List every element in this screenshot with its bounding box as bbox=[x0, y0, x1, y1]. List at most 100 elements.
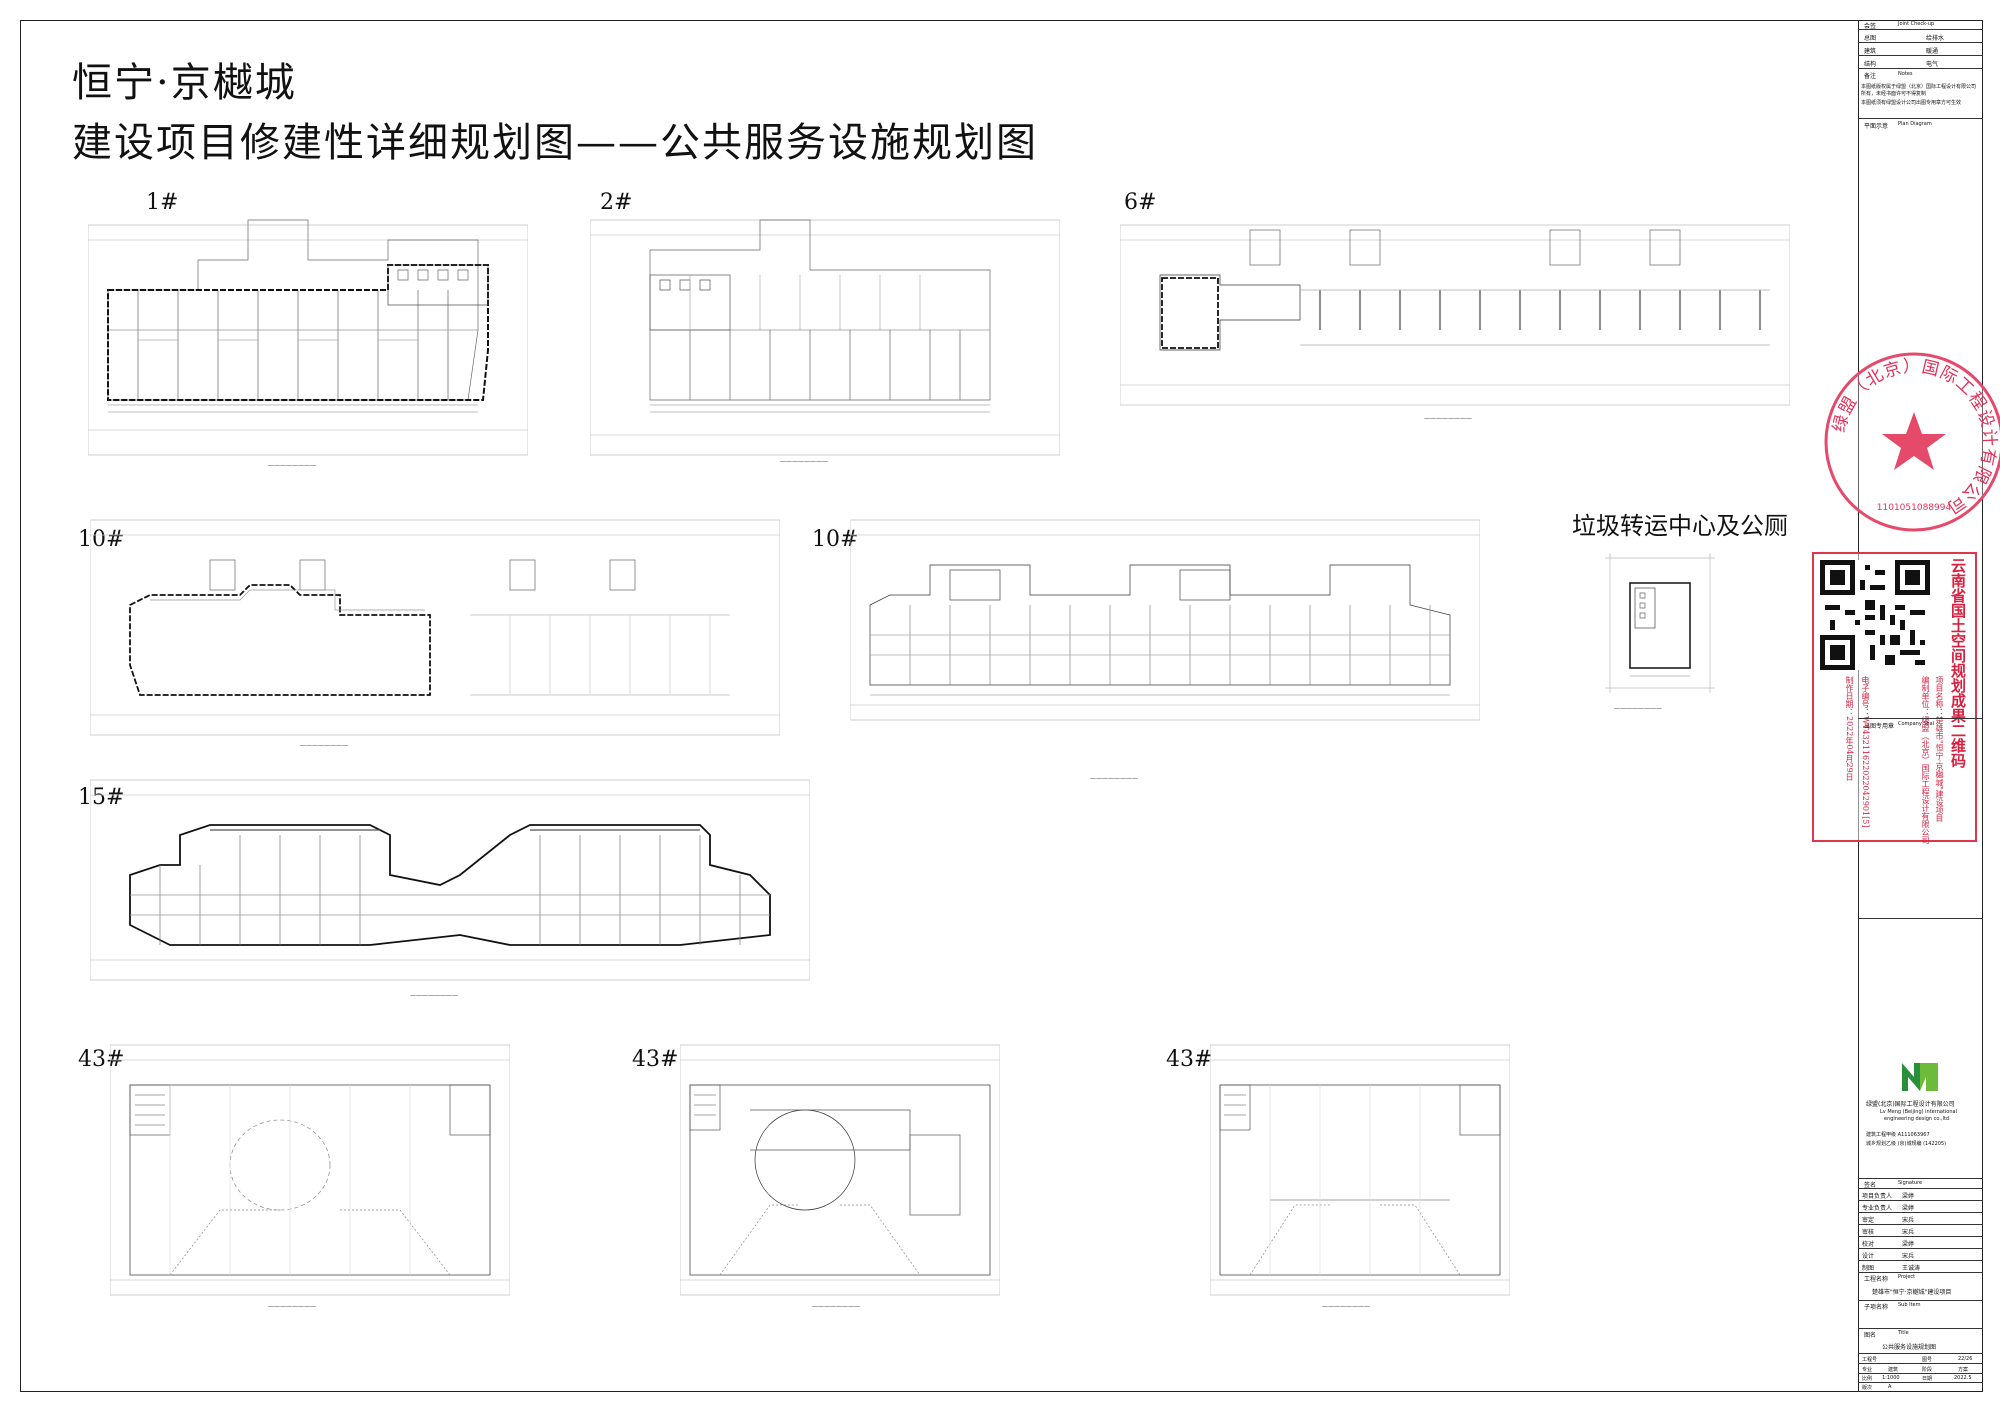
caption-garbage: ———————— bbox=[1614, 705, 1662, 712]
floor-plan-10a bbox=[90, 515, 780, 740]
discipline-label: 专业 bbox=[1862, 1367, 1873, 1373]
floor-plan-10b bbox=[850, 515, 1480, 725]
floor-plan-garbage bbox=[1595, 548, 1725, 698]
note-1: 本图纸须有绿盟设计公司出图专用章方可生效 bbox=[1861, 100, 1962, 106]
notes-header-en: Notes bbox=[1898, 71, 1913, 77]
dwg-no: 22/26 bbox=[1958, 1356, 1973, 1362]
company-round-stamp: 绿盟（北京）国际工程设计有限公司 1101051088994 bbox=[1822, 350, 2000, 534]
role-v-4: 梁婷 bbox=[1902, 1241, 1915, 1248]
role-k-6: 制图 bbox=[1862, 1265, 1875, 1272]
signature-header: 签名 bbox=[1864, 1182, 1877, 1189]
drawing-header: 图名 bbox=[1864, 1332, 1877, 1339]
key-plan-header: 平面示意 bbox=[1864, 123, 1889, 130]
seal-header: 会签 bbox=[1864, 23, 1877, 30]
key-plan-header-en: Plan Diagram bbox=[1898, 121, 1932, 127]
building-label-43a: 43# bbox=[78, 1047, 125, 1072]
floor-plan-43a bbox=[110, 1040, 510, 1300]
caption-1: ———————— bbox=[268, 462, 316, 469]
role-v-1: 梁婷 bbox=[1902, 1205, 1915, 1212]
building-label-2: 2# bbox=[600, 190, 633, 215]
version: A bbox=[1888, 1384, 1892, 1390]
company-en-1: Lv Meng (Beijing) international bbox=[1880, 1109, 1957, 1115]
qualification-1: 建筑工程甲级 A111063967 bbox=[1866, 1132, 1930, 1138]
qualification-2: 城乡规划乙级 (京)城规编 (142205) bbox=[1866, 1141, 1947, 1147]
seal-header-en: Joint Check-up bbox=[1898, 21, 1935, 27]
seal-row-v-1: 暖通 bbox=[1926, 48, 1939, 55]
title-block: 会签 Joint Check-up 总图 给排水 建筑 暖通 结构 电气 备注 … bbox=[1858, 20, 1983, 1392]
role-v-2: 宋兵 bbox=[1902, 1217, 1915, 1224]
job-no-label: 工程号 bbox=[1862, 1357, 1878, 1363]
subitem-header: 子项名称 bbox=[1864, 1304, 1889, 1311]
subitem-header-en: Sub Item bbox=[1898, 1302, 1921, 1308]
project-name: 楚雄市"恒宁·京樾城"建设项目 bbox=[1872, 1289, 1952, 1296]
floor-plan-15 bbox=[90, 775, 810, 985]
signature-header-en: Signature bbox=[1898, 1180, 1923, 1186]
seal-row-k-2: 结构 bbox=[1864, 61, 1877, 68]
role-v-6: 王诚涛 bbox=[1902, 1265, 1921, 1272]
role-k-5: 设计 bbox=[1862, 1253, 1875, 1260]
company-logo-icon bbox=[1900, 1059, 1940, 1095]
company-seal-header-en: Company Seal bbox=[1898, 721, 1935, 727]
scale-label: 比例 bbox=[1862, 1376, 1873, 1382]
qr-stamp-heading: 云南省国土空间规划成果二维码 bbox=[1949, 558, 1967, 768]
floor-plan-43b bbox=[680, 1040, 1000, 1300]
building-label-1: 1# bbox=[146, 190, 179, 215]
drawing-title: 建设项目修建性详细规划图——公共服务设施规划图 bbox=[72, 120, 1038, 166]
scale: 1:1000 bbox=[1882, 1375, 1900, 1381]
caption-6: ———————— bbox=[1424, 415, 1472, 422]
role-k-2: 审定 bbox=[1862, 1217, 1875, 1224]
drawing-name: 公共服务设施规划图 bbox=[1882, 1344, 1937, 1351]
qr-code-stamp: 云南省国土空间规划成果二维码 项目名称：楚雄市"恒宁·京樾城"建设项目 编制单位… bbox=[1812, 552, 1977, 844]
caption-43a: ———————— bbox=[268, 1303, 316, 1310]
floor-plan-43c bbox=[1210, 1040, 1510, 1300]
building-label-43b: 43# bbox=[632, 1047, 679, 1072]
qr-stamp-code: 电子编号：WT43211622022042901[5] bbox=[1861, 676, 1870, 828]
project-header: 工程名称 bbox=[1864, 1276, 1889, 1283]
floor-plan-6 bbox=[1120, 220, 1790, 410]
floor-plan-2 bbox=[590, 190, 1060, 460]
stage-label: 阶段 bbox=[1922, 1367, 1933, 1373]
qr-stamp-project: 项目名称：楚雄市"恒宁·京樾城"建设项目 bbox=[1935, 676, 1944, 822]
notes-header: 备注 bbox=[1864, 73, 1877, 80]
caption-2: ———————— bbox=[780, 458, 828, 465]
version-label: 版次 bbox=[1862, 1385, 1873, 1391]
caption-10b: ———————— bbox=[1090, 775, 1138, 782]
role-v-0: 梁婷 bbox=[1902, 1193, 1915, 1200]
seal-row-k-1: 建筑 bbox=[1864, 48, 1877, 55]
caption-43c: ———————— bbox=[1322, 1303, 1370, 1310]
floor-plan-1 bbox=[88, 190, 528, 460]
discipline: 建筑 bbox=[1888, 1367, 1899, 1373]
seal-row-v-0: 给排水 bbox=[1926, 35, 1945, 42]
building-label-15: 15# bbox=[78, 785, 125, 810]
company-en-2: engineering design co.,ltd bbox=[1884, 1116, 1950, 1122]
stage: 方案 bbox=[1958, 1367, 1969, 1373]
company-seal-header: 出图专用章 bbox=[1864, 723, 1895, 730]
role-v-5: 宋兵 bbox=[1902, 1253, 1915, 1260]
qr-stamp-org: 编制单位：绿盟（北京）国际工程设计有限公司 bbox=[1921, 676, 1930, 844]
project-title: 恒宁·京樾城 bbox=[72, 60, 297, 106]
caption-15: ———————— bbox=[410, 992, 458, 999]
dwg-no-label: 图号 bbox=[1922, 1357, 1933, 1363]
role-v-3: 宋兵 bbox=[1902, 1229, 1915, 1236]
date-label: 日期 bbox=[1922, 1376, 1933, 1382]
caption-10a: ———————— bbox=[300, 742, 348, 749]
building-label-10a: 10# bbox=[78, 527, 125, 552]
note-0: 本图纸版权属于绿盟（北京）国际工程设计有限公司所有，未经书面许可不得复制 bbox=[1861, 84, 1977, 97]
company-name: 绿盟(北京)国际工程设计有限公司 bbox=[1866, 1101, 1955, 1108]
qr-code-icon bbox=[1820, 560, 1930, 670]
drawing-header-en: Title bbox=[1898, 1330, 1909, 1336]
role-k-1: 专业负责人 bbox=[1862, 1205, 1893, 1212]
building-label-6: 6# bbox=[1124, 190, 1157, 215]
seal-row-k-0: 总图 bbox=[1864, 35, 1877, 42]
project-header-en: Project bbox=[1898, 1274, 1916, 1280]
garbage-station-title: 垃圾转运中心及公厕 bbox=[1572, 512, 1788, 540]
role-k-3: 审核 bbox=[1862, 1229, 1875, 1236]
round-stamp-number: 1101051088994 bbox=[1877, 503, 1952, 513]
building-label-10b: 10# bbox=[812, 527, 859, 552]
role-k-0: 项目负责人 bbox=[1862, 1193, 1893, 1200]
role-k-4: 校对 bbox=[1862, 1241, 1875, 1248]
date: 2022.5 bbox=[1954, 1375, 1972, 1381]
seal-row-v-2: 电气 bbox=[1926, 61, 1939, 68]
caption-43b: ———————— bbox=[812, 1303, 860, 1310]
qr-stamp-date: 制作日期：2022年04月29日 bbox=[1845, 676, 1854, 781]
